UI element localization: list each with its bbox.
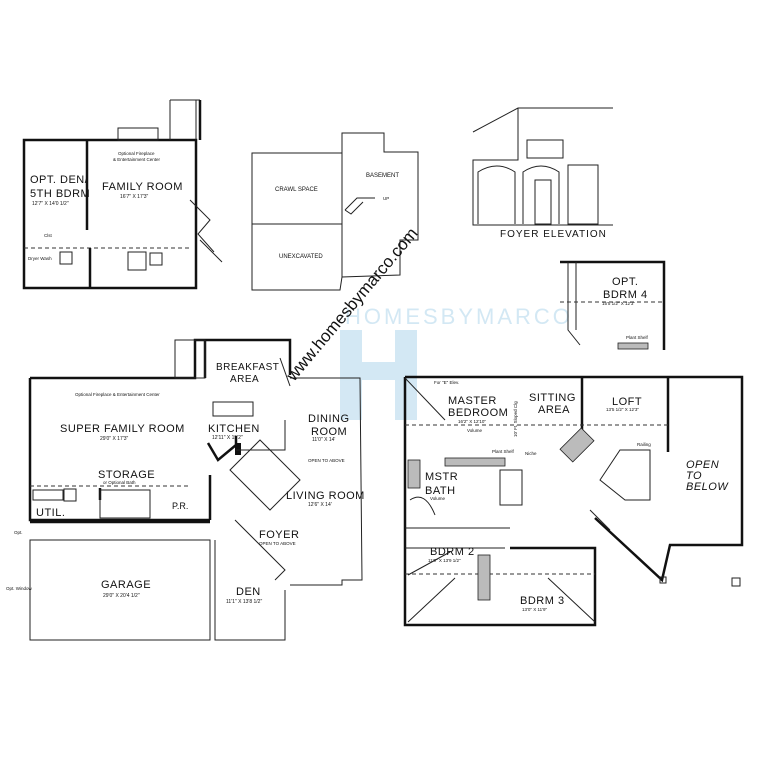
room-dims-kitchen: 12'11" X 15'2"	[212, 435, 243, 441]
room-label-breakfast: BREAKFAST	[216, 362, 279, 373]
niche-label: Niche	[525, 451, 537, 456]
room-label-sitting-area: AREA	[538, 404, 570, 416]
railing-label: Railing	[637, 442, 651, 447]
room-label-den: DEN	[236, 586, 261, 598]
lower-level-plan: OPT. DEN/ 5TH BDRM 12'7" X 14'0 1/2" FAM…	[22, 99, 223, 290]
room-label-util: UTIL.	[36, 507, 65, 519]
room-label-5th-bdrm: 5TH BDRM	[30, 188, 90, 200]
room-dims-family-room: 16'7" X 17'3"	[120, 194, 148, 200]
stair-up-label: UP	[383, 196, 389, 201]
room-label-basement: BASEMENT	[366, 173, 399, 179]
room-label-loft: LOFT	[612, 396, 642, 408]
room-label-bdrm3: BDRM 3	[520, 595, 565, 607]
closet-label: Clst	[44, 233, 52, 238]
first-floor-plan: BREAKFAST AREA Optional Fireplace & Ente…	[6, 338, 365, 641]
room-label-bdrm2: BDRM 2	[430, 546, 475, 558]
fireplace-note-line2: & Entertainment Center	[113, 157, 161, 162]
opt-bdrm4-plan: OPT. BDRM 4 15'5 1/2" X 12'3" Plant Shel…	[560, 260, 741, 587]
basement-plan: CRAWL SPACE UNEXCAVATED BASEMENT UP	[251, 132, 419, 291]
master-volume-note: Volume	[467, 428, 483, 433]
open-below-line2: TO	[686, 470, 702, 482]
room-dims-master: 16'2" X 12'10"	[458, 419, 486, 424]
room-label-master-bedroom: BEDROOM	[448, 407, 508, 419]
fireplace-note: Optional Fireplace & Entertainment Cente…	[75, 392, 160, 397]
room-label-dining-room: ROOM	[311, 426, 347, 438]
room-label-opt-den: OPT. DEN/	[30, 174, 89, 186]
room-label-crawl-space: CRAWL SPACE	[275, 187, 318, 193]
elevation-note: For "E" Elev.	[434, 380, 459, 385]
open-below-line1: OPEN	[686, 459, 719, 471]
plant-shelf-label: Plant Shelf	[492, 449, 515, 454]
room-label-mstr: MSTR	[425, 471, 458, 483]
room-label-dining: DINING	[308, 413, 350, 425]
room-dims-super-family-room: 29'0" X 17'3"	[100, 436, 128, 442]
room-dims-bdrm3: 13'0" X 11'9"	[522, 607, 547, 612]
watermark-logo-text: HOMESBYMARCO	[345, 304, 573, 329]
room-label-garage: GARAGE	[101, 579, 151, 591]
room-label-mstr-bath: BATH	[425, 485, 456, 497]
fireplace-note-line1: Optional Fireplace	[118, 151, 155, 156]
watermark-logo: HOMESBYMARCO	[340, 304, 573, 420]
room-dims-opt-den: 12'7" X 14'0 1/2"	[32, 201, 69, 207]
open-to-above-note: OPEN TO ABOVE	[308, 458, 345, 463]
room-label-opt: OPT.	[612, 276, 638, 288]
room-label-family-room: FAMILY ROOM	[102, 181, 183, 193]
room-label-breakfast-area: AREA	[230, 374, 259, 385]
room-label-super-family-room: SUPER FAMILY ROOM	[60, 423, 185, 435]
room-label-foyer: FOYER	[259, 529, 299, 541]
room-label-powder-room: P.R.	[172, 501, 188, 511]
room-label-storage: STORAGE	[98, 469, 155, 481]
room-dims-garage: 29'0" X 20'4 1/2"	[103, 593, 140, 599]
bath-volume-note: Volume	[430, 496, 446, 501]
second-floor-plan: MASTER BEDROOM 16'2" X 12'10" Volume SIT…	[403, 375, 744, 627]
foyer-elevation-drawing: FOYER ELEVATION	[472, 107, 613, 240]
plant-shelf-label: Plant Shelf	[626, 335, 649, 340]
opt-window-label: Opt. Window	[6, 586, 33, 591]
foyer-elevation-title: FOYER ELEVATION	[500, 229, 607, 240]
storage-note: or Optional Bath	[103, 480, 136, 485]
room-label-unexcavated: UNEXCAVATED	[279, 254, 323, 260]
opt-label: Opt.	[14, 530, 23, 535]
room-dims-living-room: 12'6" X 14'	[308, 502, 332, 508]
room-dims-bdrm2: 11'0" X 13'9 1/2"	[428, 558, 461, 563]
room-dims-dining: 11'0" X 14'	[312, 437, 335, 443]
room-label-sitting: SITTING	[529, 392, 576, 404]
dryer-washer-label: Dryer Wash	[28, 256, 52, 261]
room-label-kitchen: KITCHEN	[208, 423, 260, 435]
sloped-ceiling-note: 10' Ft. Sloped Clg	[513, 401, 518, 437]
room-label-bdrm4: BDRM 4	[603, 289, 648, 301]
room-label-master: MASTER	[448, 395, 497, 407]
room-dims-loft: 13'5 1/2" X 12'3"	[606, 407, 639, 412]
room-dims-bdrm4: 15'5 1/2" X 12'3"	[602, 301, 635, 306]
room-label-living-room: LIVING ROOM	[286, 490, 365, 502]
room-dims-den: 11'1" X 13'8 1/2"	[226, 599, 262, 605]
foyer-note: OPEN TO ABOVE	[259, 541, 296, 546]
open-below-line3: BELOW	[686, 481, 729, 493]
